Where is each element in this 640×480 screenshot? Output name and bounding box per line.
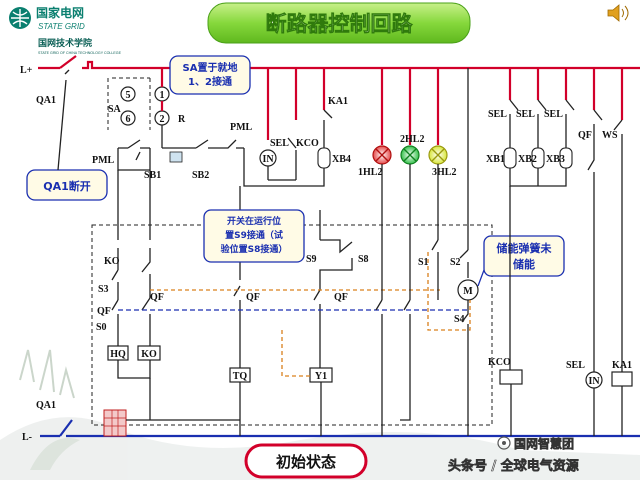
- svg-text:S2: S2: [450, 257, 461, 268]
- status-button[interactable]: [244, 443, 368, 479]
- qa1-callout: [26, 169, 108, 201]
- svg-text:储能: 储能: [513, 257, 535, 271]
- lamp-1hl2: [372, 145, 392, 165]
- sa-label: SA: [108, 104, 122, 115]
- svg-text:QF: QF: [97, 306, 111, 317]
- spring-callout: [483, 235, 565, 277]
- qa1-bottom-label: QA1: [36, 400, 56, 411]
- svg-text:WS: WS: [602, 130, 618, 141]
- svg-text:KO: KO: [141, 349, 157, 360]
- svg-text:S3: S3: [98, 284, 109, 295]
- svg-text:KCO: KCO: [488, 357, 511, 368]
- sa-contact-6: [120, 110, 136, 126]
- svg-text:KO: KO: [104, 256, 120, 267]
- pml-left-label: PML: [92, 155, 115, 166]
- kco-label: KCO: [296, 138, 319, 149]
- svg-text:储能弹簧未: 储能弹簧未: [497, 241, 553, 255]
- ka1-coil: [611, 371, 633, 387]
- svg-text:S0: S0: [96, 322, 107, 333]
- svg-text:Y1: Y1: [315, 371, 327, 382]
- sa-callout: [169, 55, 251, 95]
- speaker-icon[interactable]: [607, 4, 629, 22]
- brand-name-cn: 国家电网: [36, 5, 84, 20]
- svg-text:XB4: XB4: [332, 154, 351, 165]
- svg-text:S8: S8: [358, 254, 369, 265]
- positive-bus: [38, 60, 640, 70]
- college-name: 国网技术学院: [38, 37, 92, 49]
- svg-text:S1: S1: [418, 257, 429, 268]
- svg-text:6: 6: [126, 114, 131, 125]
- sb1-label: SB1: [144, 170, 161, 181]
- svg-text:QF: QF: [150, 292, 164, 303]
- sa-callout-line1: SA置于就地: [183, 61, 238, 74]
- svg-text:IN: IN: [262, 154, 274, 165]
- ko-coil: [137, 345, 161, 361]
- svg-text:S4: S4: [454, 314, 465, 325]
- svg-text:验位置S8接通）: 验位置S8接通）: [221, 243, 288, 255]
- lamp-2hl2: [400, 145, 420, 165]
- sa-contact-5: [120, 86, 136, 102]
- xb4-link: [317, 147, 331, 169]
- svg-text:XB2: XB2: [518, 154, 537, 165]
- negative-bus-label: L-: [22, 432, 32, 443]
- svg-text:1HL2: 1HL2: [358, 167, 382, 178]
- switch-position-callout: [203, 209, 305, 263]
- state-grid-logo: [9, 7, 31, 29]
- svg-text:QF: QF: [246, 292, 260, 303]
- svg-text:M: M: [463, 286, 473, 297]
- qa1-top-breaker: [59, 55, 77, 75]
- status-button-label: 初始状态: [276, 453, 336, 471]
- sa-callout-line2: 1、2接通: [188, 75, 232, 88]
- qa1-top-label: QA1: [36, 95, 56, 106]
- watermark: 国网智慧团 头条号 / 全球电气资源: [448, 436, 579, 475]
- svg-text:HQ: HQ: [110, 349, 126, 360]
- svg-text:5: 5: [126, 90, 131, 101]
- indicator-box: [169, 151, 183, 163]
- positive-bus-label: L+: [20, 65, 33, 76]
- svg-text:SEL: SEL: [566, 360, 585, 371]
- qa1-callout-text: QA1断开: [43, 179, 91, 193]
- sel-label: SEL: [270, 138, 289, 149]
- svg-text:SEL: SEL: [516, 109, 535, 120]
- svg-text:XB1: XB1: [486, 154, 505, 165]
- brand-name-en: STATE GRID: [38, 22, 85, 31]
- lamp-3hl2: [428, 145, 448, 165]
- svg-text:QF: QF: [578, 130, 592, 141]
- svg-text:TQ: TQ: [233, 371, 248, 382]
- svg-text:IN: IN: [588, 376, 600, 387]
- page-title: 断路器控制回路: [266, 12, 414, 36]
- sb2-label: SB2: [192, 170, 209, 181]
- svg-text:SEL: SEL: [488, 109, 507, 120]
- sa-r-label: R: [178, 114, 186, 125]
- svg-text:置S9接通（试: 置S9接通（试: [225, 229, 283, 241]
- svg-text:QF: QF: [334, 292, 348, 303]
- ka1-label: KA1: [328, 96, 348, 107]
- svg-text:头条号 / 全球电气资源: 头条号 / 全球电气资源: [448, 458, 579, 474]
- svg-text:S9: S9: [306, 254, 317, 265]
- qa1-bottom-breaker: [59, 419, 73, 437]
- svg-text:3HL2: 3HL2: [432, 167, 456, 178]
- svg-text:2: 2: [160, 114, 165, 125]
- kco-coil: [499, 369, 523, 385]
- xb1-link: [503, 147, 517, 169]
- svg-text:SEL: SEL: [544, 109, 563, 120]
- terminal-block: [103, 409, 127, 437]
- svg-text:国网智慧团: 国网智慧团: [514, 436, 574, 451]
- pml-right-label: PML: [230, 122, 253, 133]
- svg-text:2HL2: 2HL2: [400, 134, 424, 145]
- college-name-en: STATE GRID OF CHINA TECHNOLOGY COLLEGE: [38, 51, 122, 55]
- svg-text:1: 1: [160, 90, 165, 101]
- svg-text:开关在运行位: 开关在运行位: [227, 215, 281, 227]
- svg-text:XB3: XB3: [546, 154, 565, 165]
- title-banner: [207, 2, 471, 44]
